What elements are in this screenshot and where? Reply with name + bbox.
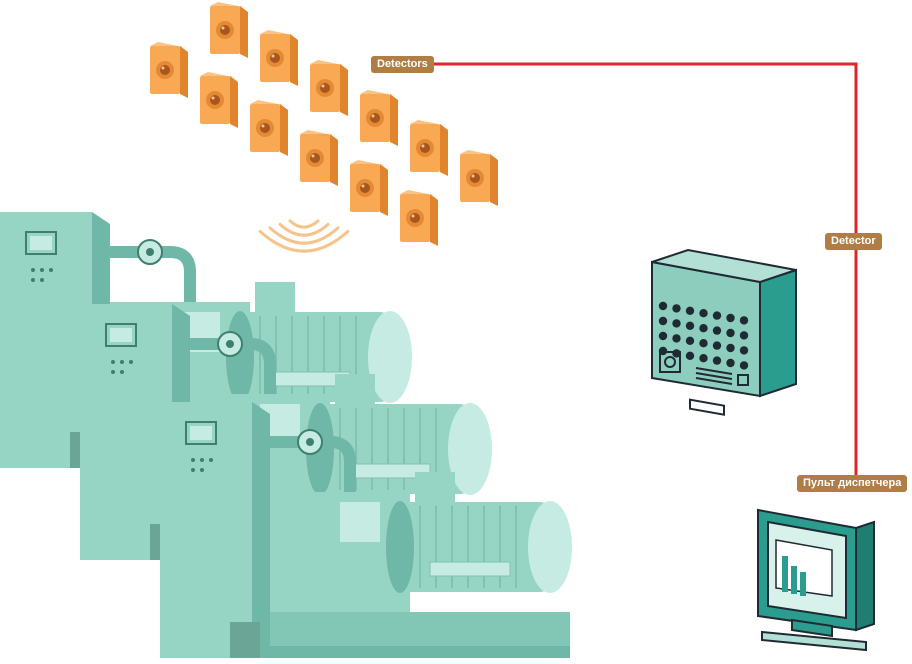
detector-sensor-icon: [300, 130, 338, 186]
control-panel-icon: [651, 248, 797, 416]
detector-sensors-group: [150, 2, 498, 246]
detector-sensor-icon: [210, 2, 248, 58]
detector-sensor-icon: [400, 190, 438, 246]
detector-sensor-icon: [460, 150, 498, 206]
compressor-units-group: [0, 212, 572, 658]
detector-sensor-icon: [200, 72, 238, 128]
detector-sensor-icon: [360, 90, 398, 146]
dispatcher-console-label: Пульт диспетчера: [797, 475, 908, 492]
detector-sensor-icon: [410, 120, 448, 176]
signal-waves-icon: [258, 219, 350, 253]
compressor-unit-icon: [160, 402, 572, 658]
detector-sensor-icon: [250, 100, 288, 156]
detector-sensor-icon: [310, 60, 348, 116]
detectors-label: Detectors: [371, 56, 434, 73]
detector-sensor-icon: [350, 160, 388, 216]
detector-wire: [432, 62, 858, 478]
detector-sensor-icon: [260, 30, 298, 86]
computer-monitor-icon: [757, 508, 875, 652]
detector-sensor-icon: [150, 42, 188, 98]
detector-label: Detector: [825, 233, 882, 250]
